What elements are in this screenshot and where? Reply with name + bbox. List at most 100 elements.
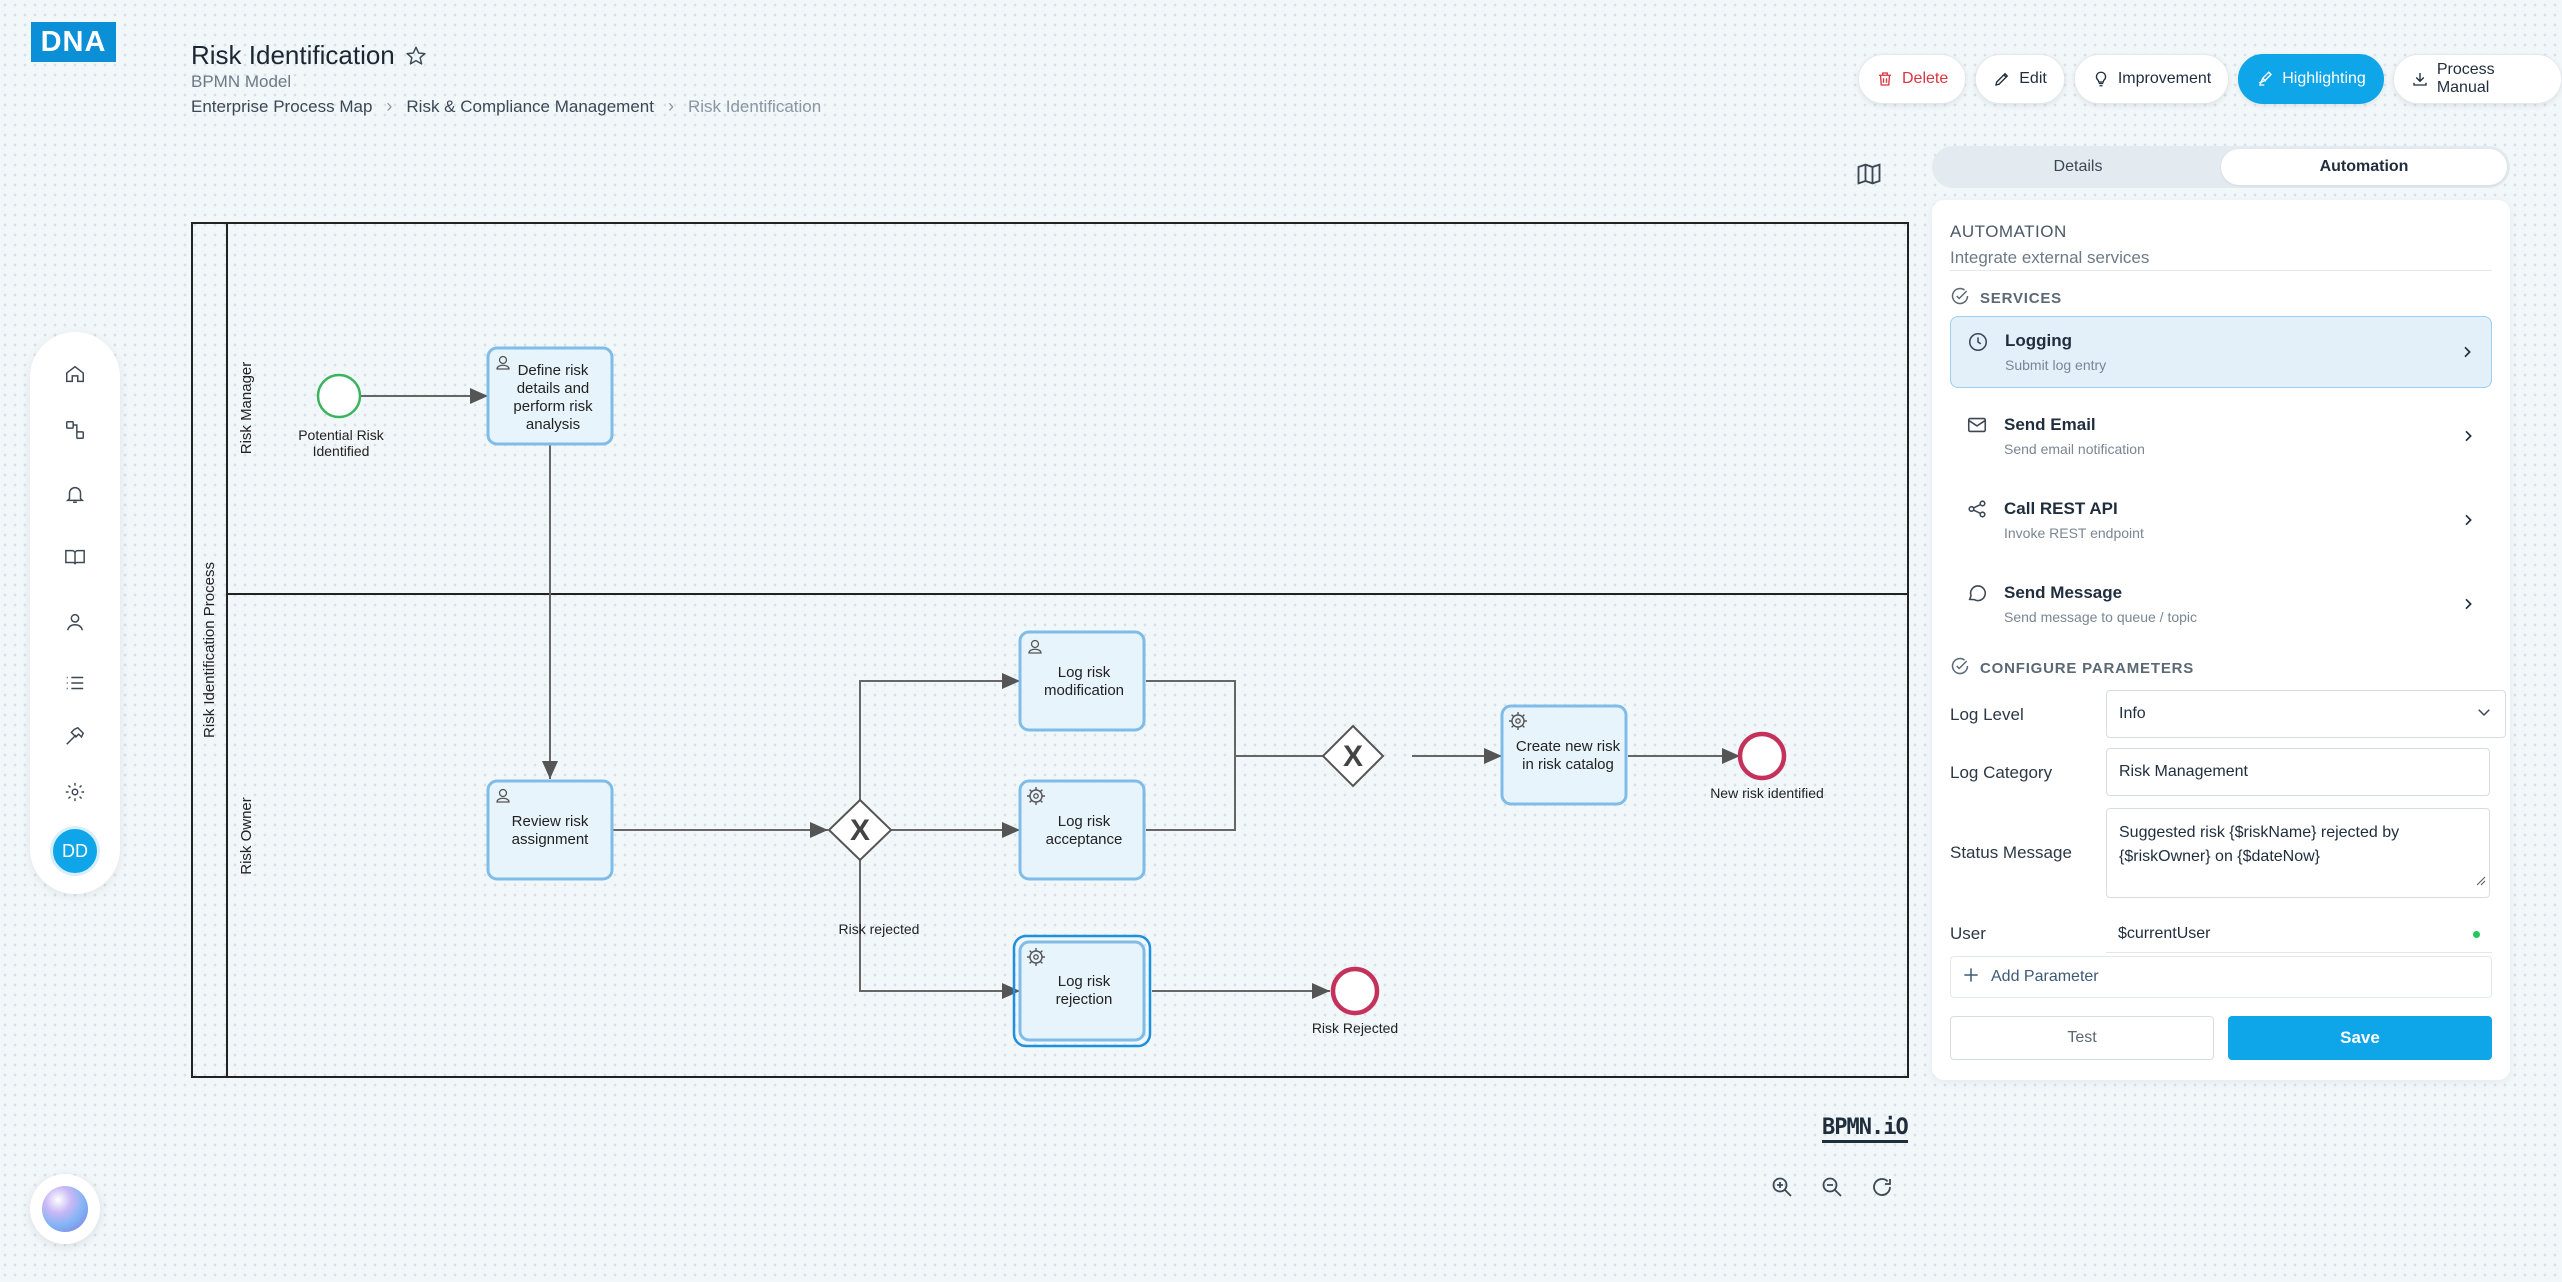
star-icon[interactable]: [405, 45, 427, 67]
panel-title: AUTOMATION: [1950, 222, 2067, 241]
pool-label: Risk Identification Process: [201, 562, 218, 738]
panel-description: Integrate external services: [1950, 248, 2150, 267]
service-desc: Send email notification: [2004, 441, 2145, 457]
clock-icon: [1967, 331, 1991, 355]
bpmn-canvas[interactable]: Risk Identification Process Risk Manager…: [191, 222, 1911, 1078]
breadcrumb-item-risk-compliance[interactable]: Risk & Compliance Management: [406, 96, 654, 116]
log-category-input[interactable]: Risk Management: [2106, 748, 2490, 796]
divider: [1950, 270, 2492, 271]
config-title: CONFIGURE PARAMETERS: [1980, 659, 2195, 677]
pool[interactable]: Risk Identification Process: [191, 222, 1909, 1078]
resize-handle-icon[interactable]: [2476, 870, 2486, 894]
divider: [2106, 952, 2492, 953]
save-button[interactable]: Save: [2228, 1016, 2492, 1060]
process-manual-button[interactable]: Process Manual: [2392, 54, 2562, 104]
chevron-right-icon: ›: [386, 96, 393, 116]
improvement-label: Improvement: [2117, 70, 2212, 87]
service-name: Call REST API: [2004, 499, 2118, 518]
services-title: SERVICES: [1980, 289, 2062, 307]
lightbulb-icon: [2092, 70, 2110, 88]
log-level-select[interactable]: Info: [2106, 690, 2506, 738]
edit-button[interactable]: Edit: [1975, 54, 2065, 104]
tab-automation[interactable]: Automation: [2221, 149, 2507, 185]
service-name: Send Message: [2004, 583, 2123, 602]
lane-risk-manager[interactable]: Risk Manager: [227, 362, 1909, 595]
user-value[interactable]: $currentUser: [2118, 925, 2211, 942]
add-parameter-button[interactable]: Add Parameter: [1950, 956, 2492, 998]
exclusive-gateway-merge[interactable]: X: [1321, 724, 1385, 788]
plus-icon: [1961, 965, 1981, 990]
user-icon[interactable]: [55, 602, 95, 642]
panel-header: AUTOMATION Integrate external services: [1950, 222, 2149, 268]
home-icon[interactable]: [55, 354, 95, 394]
end-event-new-risk[interactable]: New risk identified: [1710, 731, 1824, 801]
chevron-right-icon: [2460, 596, 2476, 612]
sidebar-nav: DD: [30, 332, 120, 894]
end-event-rejected[interactable]: Risk Rejected: [1312, 966, 1398, 1036]
list-icon[interactable]: [55, 663, 95, 703]
chat-icon: [1966, 582, 1990, 606]
automation-panel: AUTOMATION Integrate external services S…: [1932, 200, 2510, 1080]
flow-label-risk-rejected: Risk rejected: [839, 921, 920, 937]
log-category-value: Risk Management: [2119, 763, 2248, 780]
exclusive-gateway-split[interactable]: X: [827, 798, 893, 862]
test-button[interactable]: Test: [1950, 1016, 2214, 1060]
book-icon[interactable]: [55, 537, 95, 577]
bpmn-io-watermark[interactable]: BPMN.iO: [1822, 1115, 1909, 1143]
reset-icon[interactable]: [1870, 1175, 1894, 1199]
settings-icon[interactable]: [55, 772, 95, 812]
service-name: Send Email: [2004, 415, 2096, 434]
flow-gateway-to-modification: [859, 673, 1020, 800]
improvement-button[interactable]: Improvement: [2073, 54, 2230, 104]
service-name: Logging: [2005, 331, 2073, 350]
status-message-textarea[interactable]: Suggested risk {$riskName} rejected by {…: [2106, 808, 2490, 898]
status-dot: [2473, 931, 2480, 938]
chevron-right-icon: [2459, 344, 2475, 360]
hammer-icon[interactable]: [55, 716, 95, 756]
chevron-right-icon: [2460, 512, 2476, 528]
map-icon[interactable]: [1855, 160, 1883, 193]
breadcrumb-item-enterprise[interactable]: Enterprise Process Map: [191, 96, 373, 116]
tab-details[interactable]: Details: [2053, 158, 2103, 175]
gear-icon: [1509, 712, 1527, 730]
lane-risk-owner[interactable]: Risk Owner: [238, 797, 255, 875]
service-desc: Submit log entry: [2005, 357, 2107, 373]
bell-icon[interactable]: [55, 474, 95, 514]
user-task-icon: [496, 355, 510, 370]
lane-label-risk-owner: Risk Owner: [238, 797, 255, 875]
avatar[interactable]: DD: [50, 826, 100, 876]
zoom-in-icon[interactable]: [1770, 1175, 1794, 1199]
delete-button[interactable]: Delete: [1858, 54, 1967, 104]
zoom-out-icon[interactable]: [1820, 1175, 1844, 1199]
process-icon[interactable]: [55, 410, 95, 450]
config-section-title: CONFIGURE PARAMETERS: [1950, 656, 2194, 680]
check-circle-icon: [1950, 286, 1970, 310]
share-icon: [1966, 498, 1990, 522]
page-header: Risk Identification: [191, 40, 427, 71]
dna-logo[interactable]: DNA: [31, 22, 116, 62]
highlighting-button[interactable]: Highlighting: [2238, 54, 2384, 104]
gear-icon: [1027, 787, 1045, 805]
assistant-orb[interactable]: [30, 1174, 100, 1244]
user-task-icon: [496, 788, 510, 803]
user-task-icon: [1028, 639, 1042, 654]
process-manual-label: Process Manual: [2436, 61, 2495, 96]
mail-icon: [1966, 414, 1990, 438]
chevron-right-icon: ›: [667, 96, 674, 116]
end-event-new-risk-label: New risk identified: [1710, 785, 1824, 801]
